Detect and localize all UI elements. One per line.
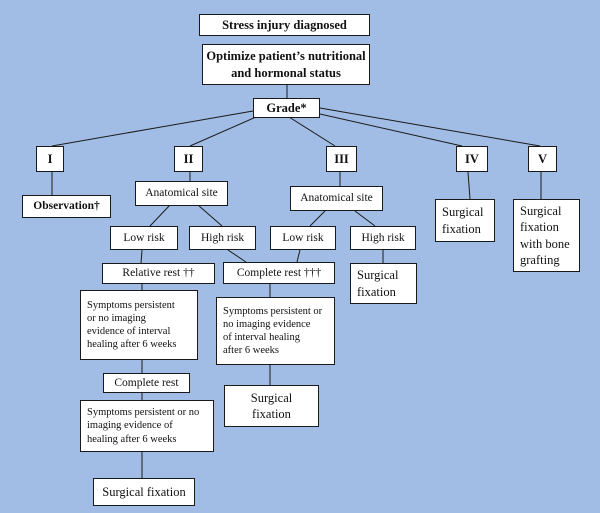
anatomical-site-ii-box: Anatomical site: [135, 181, 228, 206]
edge-high2-complete: [227, 249, 247, 263]
high-risk-ii-box: High risk: [189, 226, 256, 250]
complete-rest-middle-box: Complete rest †††: [223, 262, 335, 284]
edge-site3-high: [354, 210, 376, 227]
edge-low2-relative: [140, 249, 143, 264]
symptoms-persistent-bottom-box: Symptoms persistent or no imaging eviden…: [80, 400, 214, 452]
edge-grade-iii: [288, 116, 336, 147]
grade-ii-box: II: [174, 146, 203, 172]
observation-box: Observation†: [22, 195, 111, 218]
grade-iv-box: IV: [456, 146, 488, 172]
surgical-fixation-middle-box: Surgical fixation: [224, 385, 319, 427]
edge-grade-ii: [189, 116, 257, 147]
stress-injury-diagnosed-box: Stress injury diagnosed: [199, 14, 370, 36]
grade-v-box: V: [528, 146, 557, 172]
symptoms-persistent-middle-box: Symptoms persistent or no imaging eviden…: [216, 297, 335, 365]
low-risk-ii-box: Low risk: [110, 226, 178, 250]
low-risk-iii-box: Low risk: [270, 226, 336, 250]
complete-rest-left-box: Complete rest: [103, 373, 190, 393]
grade-iii-box: III: [326, 146, 357, 172]
relative-rest-box: Relative rest ††: [102, 263, 215, 284]
edge-grade-iv: [319, 113, 463, 147]
edge-grade-v: [319, 107, 541, 147]
optimize-status-box: Optimize patient’s nutritional and hormo…: [202, 44, 370, 85]
surgical-fixation-bottom-box: Surgical fixation: [93, 478, 195, 506]
edge-iv-surgical: [467, 171, 471, 200]
anatomical-site-iii-box: Anatomical site: [290, 186, 383, 211]
grade-i-box: I: [36, 146, 64, 172]
edge-grade-i: [51, 110, 254, 147]
surgical-fixation-high-risk-iii-box: Surgical fixation: [350, 263, 417, 304]
grade-box: Grade*: [253, 98, 320, 118]
high-risk-iii-box: High risk: [350, 226, 416, 250]
edge-site3-low: [309, 210, 326, 227]
edge-site2-high: [197, 204, 223, 227]
edge-site2-low: [149, 204, 171, 227]
symptoms-persistent-left-box: Symptoms persistent or no imaging eviden…: [80, 290, 198, 360]
surgical-fixation-iv-box: Surgical fixation: [435, 199, 495, 242]
edge-low3-complete: [296, 249, 301, 263]
surgical-fixation-bone-graft-v-box: Surgical fixation with bone grafting: [513, 199, 580, 272]
